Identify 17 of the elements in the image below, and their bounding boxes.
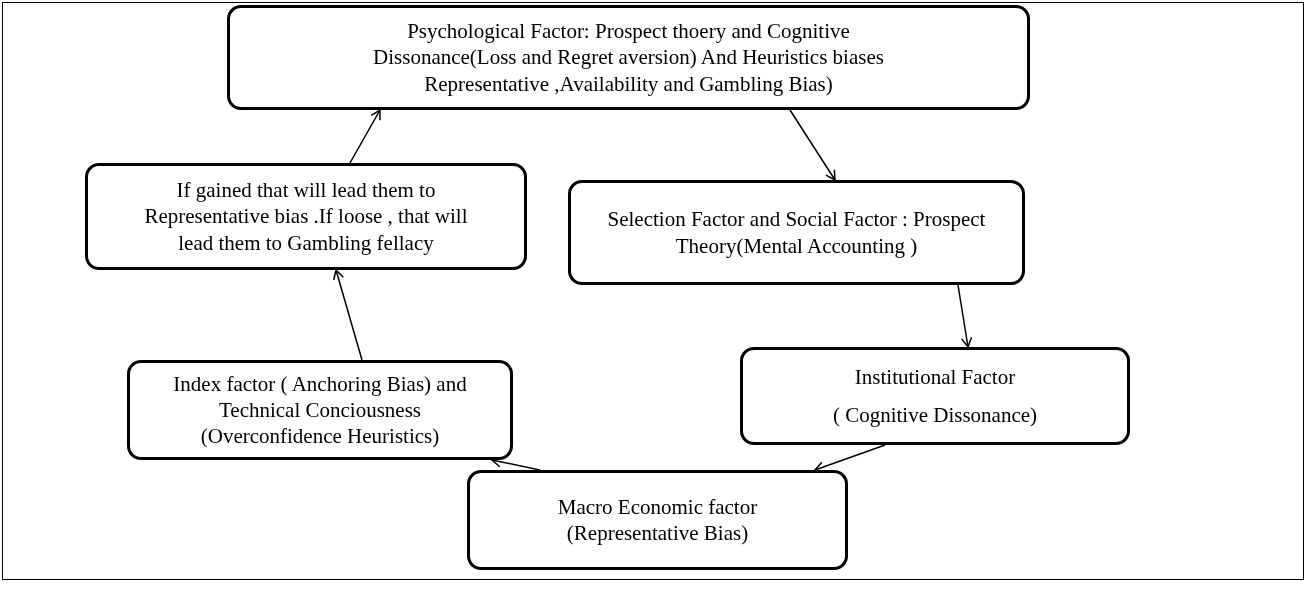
process-box (467, 470, 848, 570)
arrow (789, 109, 836, 181)
arrow (332, 269, 363, 361)
process-box (740, 347, 1130, 445)
box-text: Macro Economic factor (Representative Bias) (556, 493, 759, 547)
process-box (85, 163, 527, 270)
box-text: Psychological Factor: Prospect thoery and Cognitive Dissonance(Loss and Regret aversion) And Heuristics biases Representative ,Availability and Gambling Bias) (372, 18, 885, 97)
box-text: Index factor ( Anchoring Bias) and Technical Conciousness (Overconfidence Heuristics) (172, 370, 468, 450)
process-box (227, 5, 1030, 110)
box-text: Selection Factor and Social Factor : Prospect Theory(Mental Accounting ) (606, 206, 987, 259)
process-box (127, 360, 513, 460)
arrow (349, 109, 381, 164)
box-text: Institutional Factor (854, 363, 1016, 390)
box-text: If gained that will lead them to Representative bias .If loose , that will lead them to Gambling fellacy (143, 177, 469, 256)
process-box (568, 180, 1025, 285)
box-text: ( Cognitive Dissonance) (832, 402, 1038, 429)
arrow (957, 284, 973, 348)
